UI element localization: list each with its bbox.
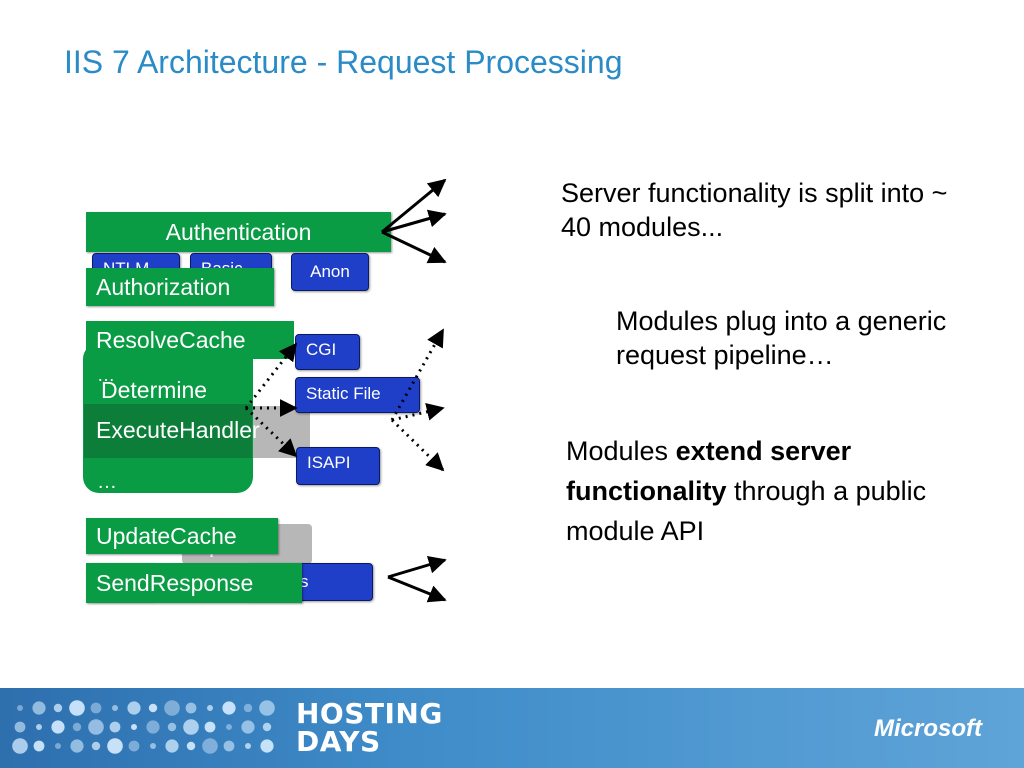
point3-bold: extend server functionality (566, 436, 852, 506)
point-extend-functionality: Modules extend server functionality thro… (566, 431, 946, 551)
point-server-split: Server functionality is split into ~ 40 … (561, 178, 948, 242)
point-plug-pipeline: Modules plug into a generic request pipe… (616, 306, 947, 370)
execute-handler-stage: ExecuteHandler (84, 404, 260, 458)
send-response-stage: SendResponse (86, 563, 302, 603)
point3-lead: Modules (566, 436, 676, 466)
pipeline-ellipsis-top: … (97, 365, 115, 385)
slide-title: IIS 7 Architecture - Request Processing (64, 44, 623, 80)
brand-line1: HOSTING (296, 697, 443, 730)
hosting-days-logo: HOSTING DAYS (296, 700, 443, 756)
anon-module: Anon (291, 253, 369, 291)
pipeline-ellipsis-bottom: … (97, 471, 117, 493)
execute-handler-label: ExecuteHandler (96, 417, 260, 443)
update-cache-stage: UpdateCache (86, 518, 278, 554)
authentication-arrows (381, 178, 447, 264)
authentication-stage: Authentication (86, 212, 391, 252)
isapi-module: ISAPI (296, 447, 380, 485)
microsoft-logo: Microsoft (874, 715, 982, 742)
brand-line2: DAYS (296, 725, 381, 758)
authorization-stage: Authorization (86, 268, 274, 306)
static-file-module: Static File (295, 377, 420, 413)
point3-tail: through a public module API (566, 476, 927, 546)
cgi-module: CGI (295, 334, 360, 370)
hosting-days-dots-logo (12, 700, 275, 754)
resolve-cache-stage: ResolveCache (86, 321, 294, 359)
footer-bar: HOSTING DAYS Microsoft (0, 688, 1024, 768)
send-response-arrows (387, 556, 447, 603)
